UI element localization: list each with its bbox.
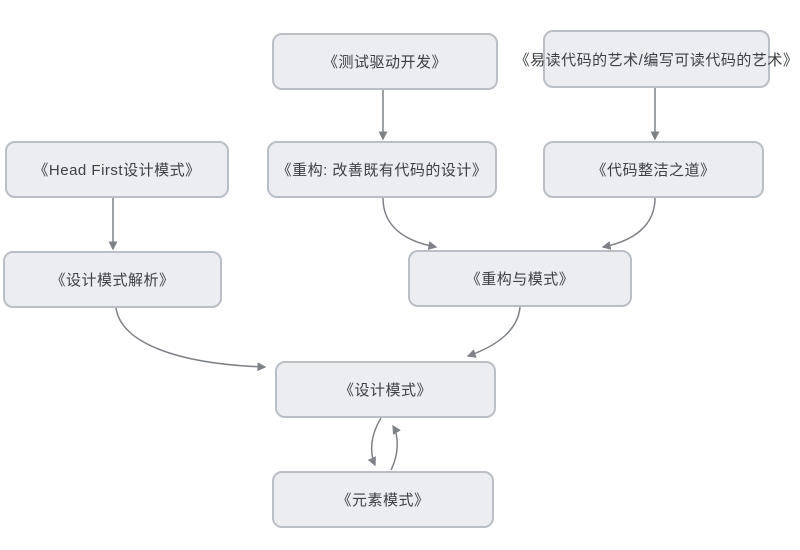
node-refactoring-to-patterns[interactable]: 《重构与模式》 bbox=[408, 250, 632, 307]
node-tdd-label: 《测试驱动开发》 bbox=[322, 54, 447, 71]
node-clean-code-label: 《代码整洁之道》 bbox=[591, 162, 716, 179]
edge-refactoring-to-refactoring-to-patterns bbox=[382, 197, 438, 251]
node-elemental-patterns[interactable]: 《元素模式》 bbox=[272, 471, 494, 528]
edge-design-patterns-explained-to-design-patterns bbox=[115, 307, 267, 372]
node-readable-code[interactable]: 《易读代码的艺术/编写可读代码的艺术》 bbox=[515, 30, 798, 88]
node-head-first-label: 《Head First设计模式》 bbox=[33, 162, 201, 179]
node-design-patterns[interactable]: 《设计模式》 bbox=[275, 361, 496, 418]
node-refactoring-label: 《重构: 改善既有代码的设计》 bbox=[276, 162, 488, 179]
node-design-patterns-explained-label: 《设计模式解析》 bbox=[50, 272, 175, 289]
node-tdd[interactable]: 《测试驱动开发》 bbox=[272, 33, 498, 90]
node-readable-code-label: 《易读代码的艺术/编写可读代码的艺术》 bbox=[514, 51, 799, 69]
node-design-patterns-label: 《设计模式》 bbox=[338, 382, 432, 399]
node-elemental-patterns-label: 《元素模式》 bbox=[336, 492, 430, 509]
edge-refactoring-to-patterns-to-design-patterns bbox=[466, 306, 521, 358]
node-refactoring-to-patterns-label: 《重构与模式》 bbox=[465, 271, 575, 288]
edge-elemental-patterns-to-design-patterns bbox=[390, 424, 401, 471]
edge-clean-code-to-refactoring-to-patterns bbox=[601, 197, 656, 250]
node-clean-code[interactable]: 《代码整洁之道》 bbox=[543, 141, 764, 198]
node-design-patterns-explained[interactable]: 《设计模式解析》 bbox=[3, 251, 222, 308]
node-refactoring[interactable]: 《重构: 改善既有代码的设计》 bbox=[267, 141, 497, 198]
node-head-first[interactable]: 《Head First设计模式》 bbox=[5, 141, 229, 198]
edge-design-patterns-to-elemental-patterns bbox=[367, 417, 382, 467]
